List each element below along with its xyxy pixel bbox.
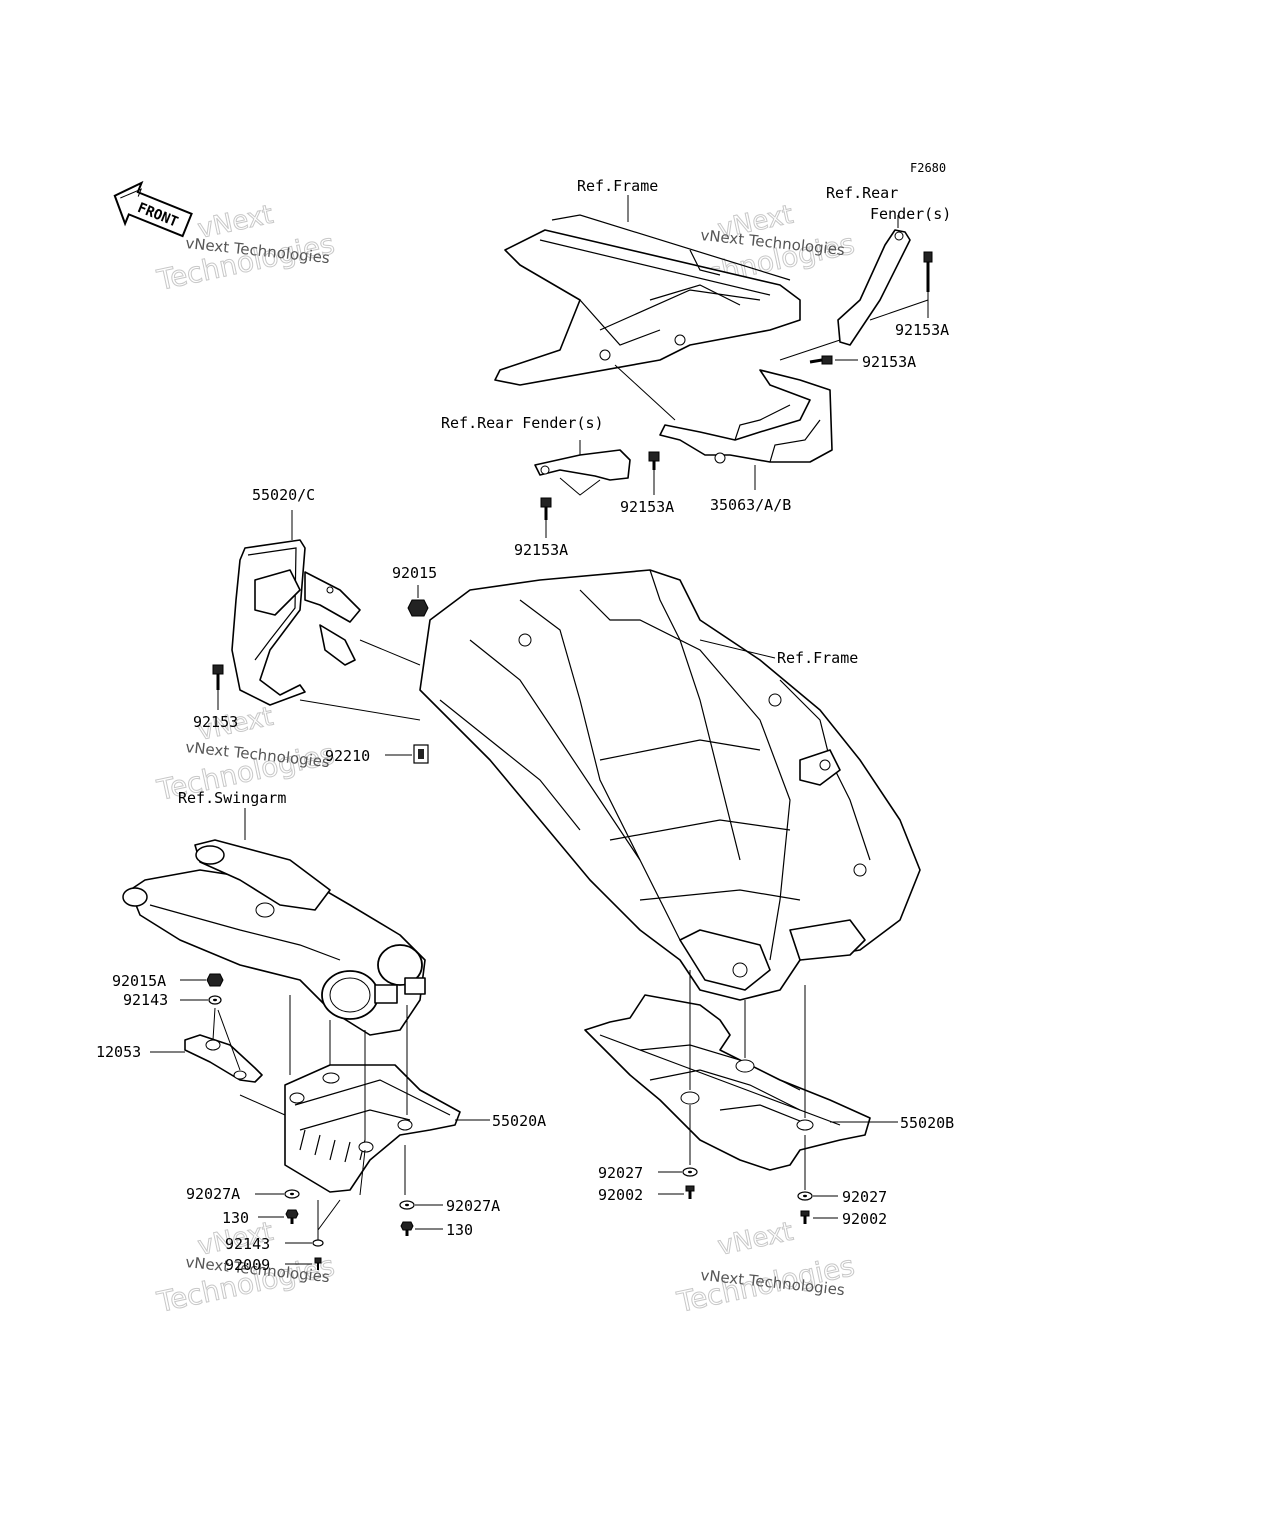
label-130-2: 130 [446,1221,473,1239]
label-12053: 12053 [96,1043,141,1061]
label-55020A: 55020A [492,1112,546,1130]
bolt-92153A-3-icon [648,451,660,470]
bolt-92002-2-icon [800,1210,810,1224]
clip-92210-icon [413,744,429,764]
leader-55020B-hw [689,1105,806,1190]
label-92002-2: 92002 [842,1210,887,1228]
leader-skid-plate-55020B-mounts [689,970,806,1118]
leader-55020A-hw [239,1094,406,1196]
label-92153: 92153 [193,713,238,731]
label-92153A-3: 92153A [620,498,674,516]
leader-92143-2-group [317,1199,341,1240]
label-92027A-2: 92027A [446,1197,500,1215]
label-ref-rear-fender-right-1: Ref.Rear [826,184,898,202]
leader-ref-rear-fender-left [559,440,601,496]
skid-plate-55020A [284,1064,461,1193]
nut-92015-icon [407,599,429,617]
label-92143-2: 92143 [225,1235,270,1253]
rear-subframe [494,214,801,386]
washer-92143-2-icon [312,1239,324,1247]
label-ref-rear-fender-left: Ref.Rear Fender(s) [441,414,604,432]
washer-92027-2-icon [797,1191,813,1201]
label-35063: 35063/A/B [710,496,791,514]
bolt-92002-1-icon [685,1185,695,1199]
bolt-92153-icon [212,664,224,690]
label-55020C: 55020/C [252,486,315,504]
label-92143-1: 92143 [123,991,168,1009]
bolt-92009-icon [314,1257,322,1270]
label-92153A-4: 92153A [514,541,568,559]
label-92015: 92015 [392,564,437,582]
washer-92027A-2-icon [399,1200,415,1210]
front-arrow-icon: FRONT [113,180,193,238]
label-92153A-2: 92153A [862,353,916,371]
washer-92027-1-icon [682,1167,698,1177]
label-92153A-1: 92153A [895,321,949,339]
grab-bar-35063 [659,369,833,464]
bolt-92153A-1-icon [923,251,933,292]
leader-bumper-frame [299,639,421,721]
label-ref-frame-mid: Ref.Frame [777,649,858,667]
leader-ref-frame-mid [699,639,776,659]
label-ref-rear-fender-right-2: Fender(s) [870,205,951,223]
leader-12053 [150,1007,241,1071]
watermark-bottom-right: vNext Technologies vNext Technologies [673,1216,858,1319]
label-ref-swingarm: Ref.Swingarm [178,789,286,807]
washer-92143-1-icon [208,995,222,1005]
chain-guide-12053 [184,1034,263,1083]
leader-92153A-1 [869,292,929,321]
bolt-92153A-4-icon [540,497,552,520]
label-130-1: 130 [222,1209,249,1227]
bolt-130-2-icon [400,1221,414,1236]
front-bumper-55020C [231,539,361,706]
bolt-92153A-2-icon [809,355,833,365]
label-92015A: 92015A [112,972,166,990]
washer-92027A-1-icon [284,1189,300,1199]
skid-plate-55020B [584,994,871,1171]
bolt-130-1-icon [285,1209,299,1224]
svg-text:vNext: vNext [715,1217,796,1262]
figure-code: F2680 [910,161,946,175]
leader-skid-plate-55020A-mounts [289,995,408,1140]
label-92210: 92210 [325,747,370,765]
rear-fender-bracket-left [534,449,631,481]
rear-fender-bracket-right [837,229,911,346]
main-frame [419,569,921,1001]
swingarm [122,839,426,1036]
label-92009: 92009 [225,1256,270,1274]
label-92027-1: 92027 [598,1164,643,1182]
label-92002-1: 92002 [598,1186,643,1204]
leader-grab-bar-frame [614,339,841,421]
label-92027A-1: 92027A [186,1185,240,1203]
nut-92015A-icon [206,973,224,987]
label-55020B: 55020B [900,1114,954,1132]
label-ref-frame-top: Ref.Frame [577,177,658,195]
label-92027-2: 92027 [842,1188,887,1206]
